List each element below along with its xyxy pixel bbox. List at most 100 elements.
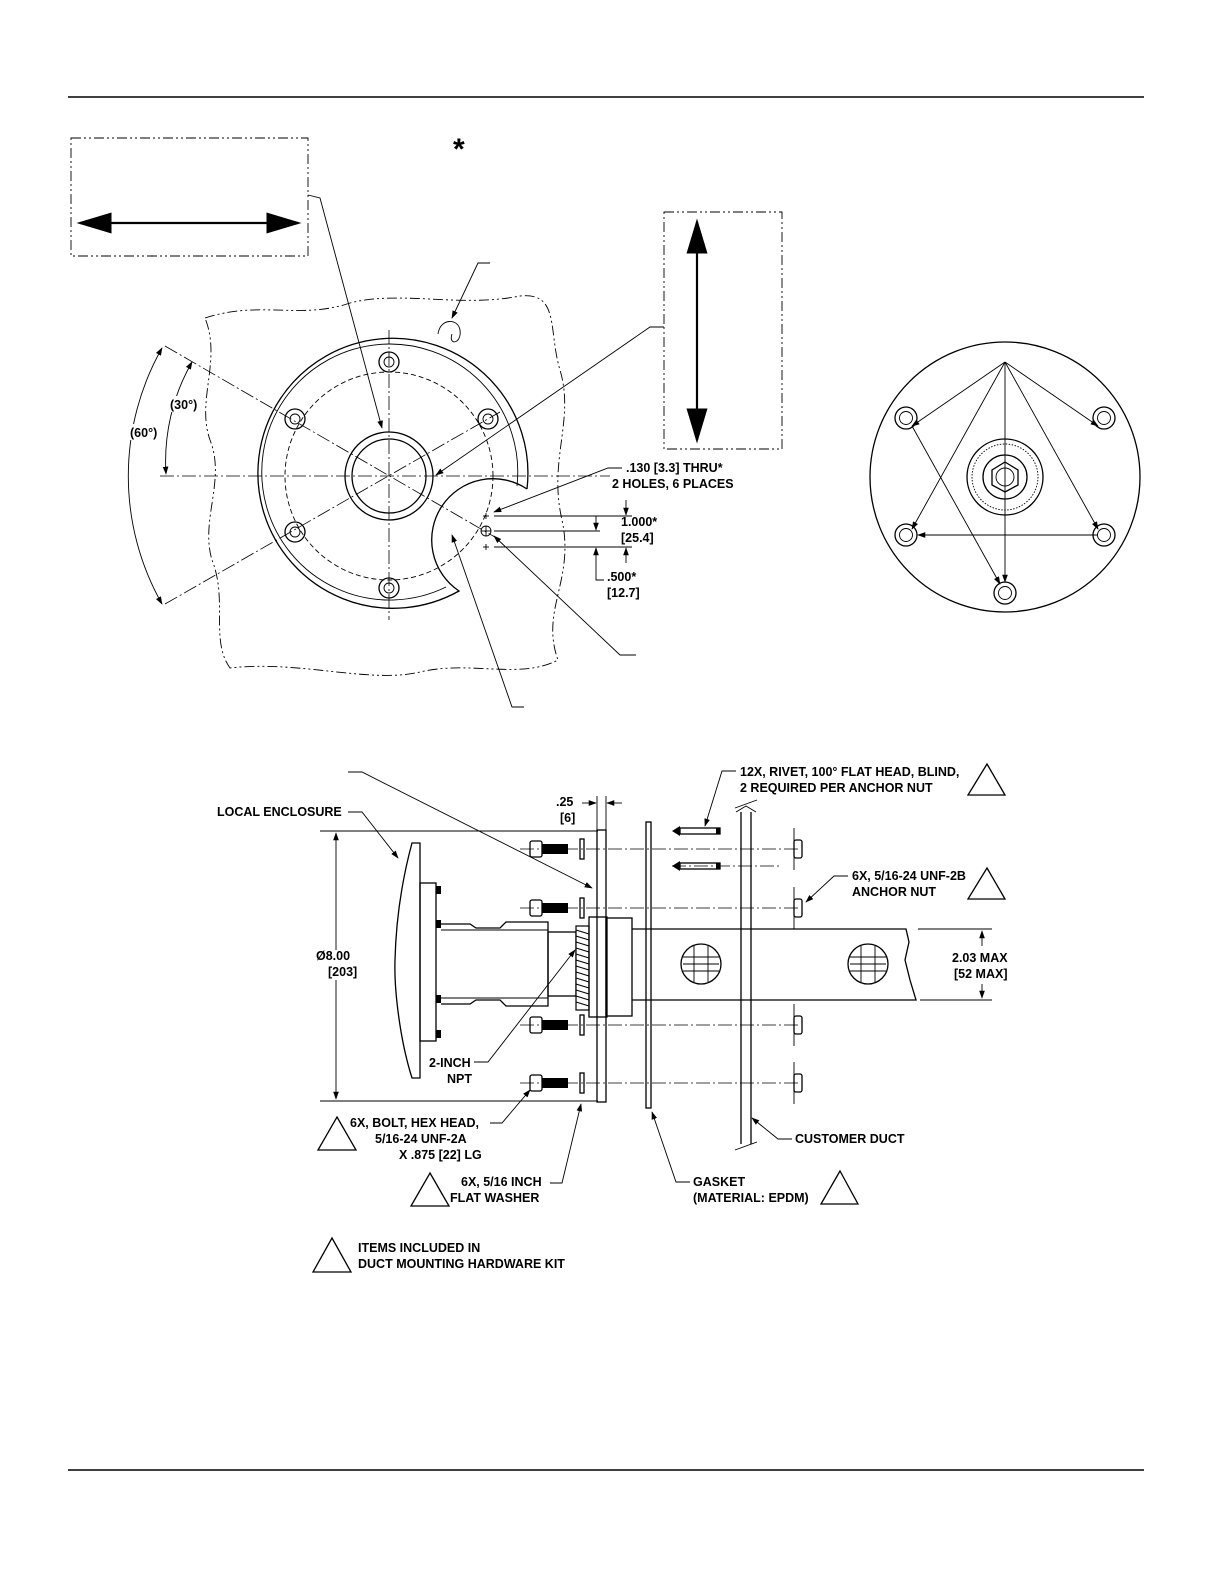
gasket <box>645 821 652 1109</box>
diag-centerline-1 <box>164 345 501 541</box>
angle-arc-30 <box>162 361 193 475</box>
kit-triangle-bolt <box>316 1115 358 1151</box>
leader-cutout <box>451 534 524 708</box>
flange-boss <box>605 917 633 1017</box>
washer-label-line2: FLAT WASHER <box>450 1191 539 1205</box>
kit-triangle-gasket <box>819 1169 860 1205</box>
gasket-leader <box>651 1111 690 1183</box>
rivet-label-line1: 12X, RIVET, 100° FLAT HEAD, BLIND, <box>740 765 959 779</box>
bolt-head <box>477 408 499 430</box>
mounting-flange-plate <box>596 829 607 1103</box>
flange-inner <box>261 343 519 601</box>
thickness-mm-label: [6] <box>560 811 575 825</box>
anchor-nut-leader <box>805 875 848 903</box>
local-enclosure-leader <box>348 811 399 859</box>
probe-outline <box>632 928 917 1001</box>
dim-1000: 1.000* <box>621 515 657 529</box>
end-view-flange <box>869 341 1141 613</box>
hex-bolt <box>529 1074 568 1092</box>
callout-box-left <box>70 137 309 257</box>
duct-leader <box>451 262 490 319</box>
bolt-head <box>284 408 306 430</box>
probe-sensor-window <box>847 943 889 985</box>
bolt-head <box>378 577 400 599</box>
hex-bolt <box>529 840 568 858</box>
enclosure-screws <box>436 886 441 1038</box>
local-enclosure-wall <box>394 842 421 1079</box>
rivet-holes <box>480 513 492 550</box>
kit-triangle-rivet <box>966 762 1007 796</box>
leader-right-box <box>435 326 664 476</box>
legend-line1: ITEMS INCLUDED IN <box>358 1241 480 1255</box>
end-view <box>869 341 1141 613</box>
leader-hole <box>493 535 636 656</box>
probe-sensor-window <box>680 943 722 985</box>
rivet-label-line2: 2 REQUIRED PER ANCHOR NUT <box>740 781 933 795</box>
max-dim-mm-label: [52 MAX] <box>954 967 1007 981</box>
local-enclosure-label: LOCAL ENCLOSURE <box>217 805 342 819</box>
angle-arc-60 <box>127 347 163 605</box>
break-mark <box>734 799 758 1151</box>
bolt-label-line1: 6X, BOLT, HEX HEAD, <box>350 1116 479 1130</box>
callout-box-right <box>663 211 783 450</box>
anchor-nuts <box>793 828 803 1104</box>
npt-label-line1: 2-INCH <box>429 1056 471 1070</box>
anchor-nut-label-line1: 6X, 5/16-24 UNF-2B <box>852 869 966 883</box>
thread-hatch <box>575 929 590 1007</box>
flange-outer <box>257 337 529 609</box>
angle-30-label: (30°) <box>170 398 197 412</box>
sensor-body <box>441 921 549 1007</box>
hub-inner <box>351 438 427 514</box>
hex-bolts <box>529 840 568 1092</box>
angle-label-bg <box>128 424 162 440</box>
dim-500-mm: [12.7] <box>607 586 640 600</box>
hub-outer <box>344 431 434 521</box>
asterisk-note: * <box>453 133 465 166</box>
bolt-hole <box>894 523 918 547</box>
leader-top-flange <box>348 771 593 889</box>
hex-bolt <box>529 899 568 917</box>
customer-duct-wall <box>740 812 752 1144</box>
customer-duct-leader <box>751 1117 792 1140</box>
hole-note-leader <box>493 467 622 513</box>
npt-label-line2: NPT <box>447 1072 472 1086</box>
bolt-label-line3: X .875 [22] LG <box>399 1148 482 1162</box>
angle-60-label: (60°) <box>130 426 157 440</box>
gasket-label-line2: (MATERIAL: EPDM) <box>693 1191 809 1205</box>
rivets <box>672 826 721 871</box>
diameter-label: Ø8.00 <box>316 949 350 963</box>
side-view: Ø8.00 [203] .25 [6] 2.03 MAX [52 MAX] 12… <box>217 762 1008 1207</box>
flat-washers <box>579 838 585 1094</box>
sensor-neck <box>547 931 577 997</box>
gasket-label-line1: GASKET <box>693 1175 745 1189</box>
bolt-leader <box>490 1089 531 1124</box>
bolt-head <box>378 351 400 373</box>
bolt-head <box>284 521 306 543</box>
bolt-hole <box>1092 406 1116 430</box>
bolt-label-line2: 5/16-24 UNF-2A <box>375 1132 467 1146</box>
anchor-nut-label-line2: ANCHOR NUT <box>852 885 936 899</box>
dim-arrow-500 <box>593 547 604 581</box>
diameter-mm-label: [203] <box>328 965 357 979</box>
npt-leader <box>474 949 576 1063</box>
bolt-hole <box>894 406 918 430</box>
thickness-label: .25 <box>556 795 573 809</box>
bolt-centerlines <box>520 848 800 1084</box>
legend-triangle <box>311 1236 353 1273</box>
enclosure-mount-plate <box>419 882 437 1042</box>
angle-label-bg <box>168 396 202 412</box>
bolt-hole <box>993 581 1017 605</box>
rivet-leader <box>704 770 736 827</box>
bend-symbol <box>437 321 461 343</box>
dim-1000-mm: [25.4] <box>621 531 654 545</box>
legend-line2: DUCT MOUNTING HARDWARE KIT <box>358 1257 565 1271</box>
diag-centerline-2 <box>164 411 501 605</box>
hole-note-line1: .130 [3.3] THRU* <box>626 461 723 475</box>
end-view-bolts <box>894 406 1116 605</box>
kit-triangle-anchor-nut <box>966 866 1007 900</box>
kit-triangle-washer <box>409 1171 451 1207</box>
hole-note-line2: 2 HOLES, 6 PLACES <box>612 477 734 491</box>
max-dim-label: 2.03 MAX <box>952 951 1008 965</box>
hex-bolt <box>529 1016 568 1034</box>
